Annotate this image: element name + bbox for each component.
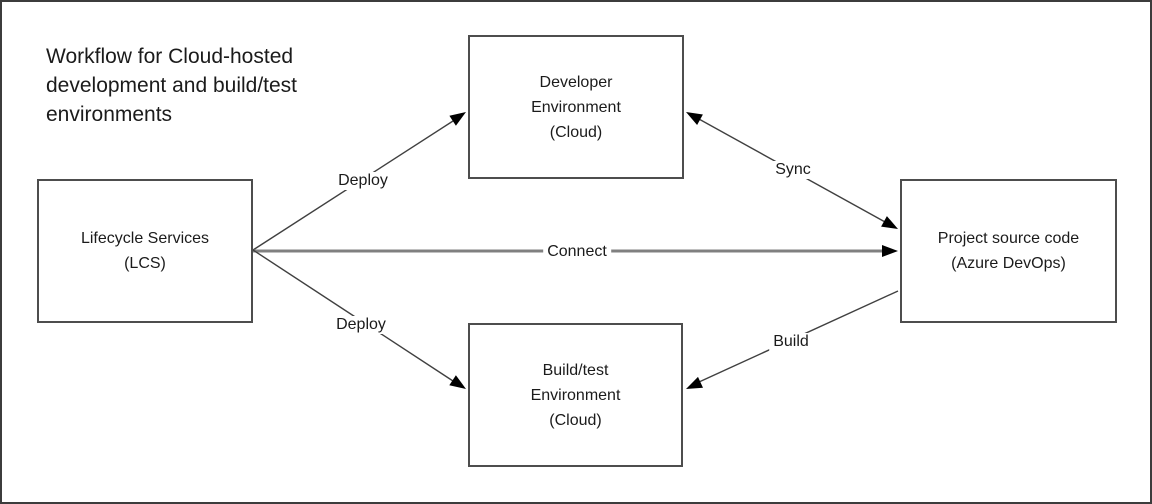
node-label-line: Developer	[539, 73, 613, 91]
node-label-line: Environment	[530, 386, 621, 404]
node-label-line: (Cloud)	[549, 123, 603, 141]
node-label-line: (LCS)	[124, 255, 166, 272]
edge-label-connect: Connect	[543, 243, 611, 261]
edge-deploy-top-arrowhead	[449, 112, 466, 126]
node-lifecycle-services: Lifecycle Services (LCS)	[37, 179, 253, 323]
node-label-line: (Azure DevOps)	[951, 255, 1066, 272]
edge-label-build: Build	[769, 333, 813, 351]
diagram-title-line: development and build/test	[46, 74, 298, 97]
edge-label-sync: Sync	[771, 161, 815, 179]
node-label-line: Environment	[531, 98, 621, 116]
diagram-title-line: environments	[46, 103, 173, 126]
edge-build-arrowhead	[686, 376, 703, 389]
diagram-title: Workflow for Cloud-hosted development an…	[46, 42, 297, 129]
node-label-line: Build/test	[542, 361, 609, 379]
node-label-line: (Cloud)	[549, 411, 602, 429]
node-project-source-code: Project source code (Azure DevOps)	[900, 179, 1117, 323]
node-developer-environment: Developer Environment (Cloud)	[468, 35, 684, 179]
node-label-line: Lifecycle Services	[80, 230, 210, 247]
edge-sync-arrowhead-dev	[686, 112, 703, 125]
node-label-line: Project source code	[937, 230, 1080, 247]
node-build-test-environment-label: Build/test Environment (Cloud)	[531, 358, 621, 433]
edge-label-deploy-top: Deploy	[334, 172, 392, 190]
node-build-test-environment: Build/test Environment (Cloud)	[468, 323, 683, 467]
edge-deploy-bottom-line	[252, 249, 454, 382]
edge-sync-arrowhead-source	[881, 216, 898, 229]
edge-connect-arrowhead	[882, 245, 898, 257]
node-project-source-code-label: Project source code (Azure DevOps)	[938, 226, 1079, 276]
edge-deploy-bottom-arrowhead	[449, 375, 466, 389]
node-developer-environment-label: Developer Environment (Cloud)	[531, 70, 621, 145]
node-lifecycle-services-label: Lifecycle Services (LCS)	[81, 226, 209, 276]
edge-label-deploy-bottom: Deploy	[332, 316, 390, 334]
diagram-title-line: Workflow for Cloud-hosted	[46, 45, 294, 68]
